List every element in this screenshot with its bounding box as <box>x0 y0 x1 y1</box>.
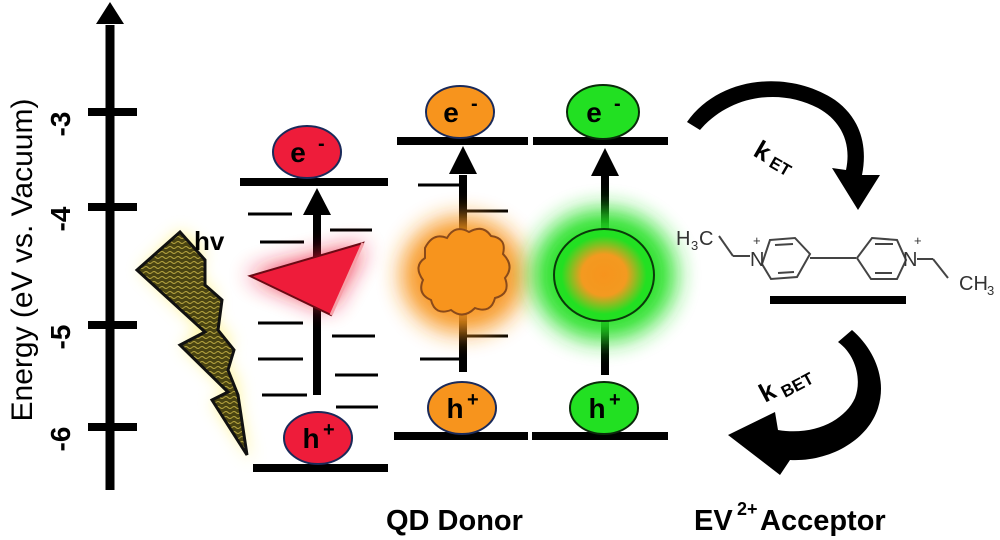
electron-badge: e - <box>272 125 342 179</box>
curved-arrow-icon <box>728 330 881 475</box>
hole-label: h <box>588 393 605 424</box>
electron-label: e <box>586 97 602 128</box>
photon-label: hv <box>194 226 225 256</box>
electron-charge: - <box>318 133 325 155</box>
tick-label: -3 <box>45 112 76 137</box>
hole-label: h <box>302 423 319 454</box>
qd-green-column: e - h + <box>532 84 676 440</box>
left-nitrogen: N <box>750 249 764 271</box>
tick-label: -5 <box>45 325 76 350</box>
energy-axis: -3 -4 -5 -6 Energy (eV vs. Vacuum) <box>6 2 137 490</box>
hole-label: h <box>446 393 463 424</box>
hole-charge: + <box>323 419 335 441</box>
left-methyl-sub: 3 <box>691 238 698 253</box>
curved-arrow-icon <box>687 81 880 211</box>
electron-badge: e - <box>425 85 495 139</box>
acceptor-label-charge: 2+ <box>737 499 758 519</box>
trap-states <box>418 183 508 361</box>
electron-charge: - <box>471 93 478 115</box>
rate-forward-sub: ET <box>766 153 795 181</box>
hole-charge: + <box>467 389 479 411</box>
arrow-head-icon <box>449 146 477 174</box>
right-methyl-sub: 3 <box>987 283 994 298</box>
arrow-head-icon <box>591 148 619 176</box>
trap-states <box>248 212 378 409</box>
electron-charge: - <box>614 93 621 115</box>
irregular-qd-icon <box>417 227 511 316</box>
hole-badge: h + <box>569 381 639 435</box>
right-methyl-ch: CH <box>959 273 988 295</box>
tick-label: -6 <box>45 427 76 452</box>
left-methyl-c: C <box>699 228 713 250</box>
axis-title: Energy (eV vs. Vacuum) <box>6 99 39 422</box>
rate-back-k: k <box>754 375 781 409</box>
arrow-head-icon <box>303 188 331 215</box>
tick-label: -4 <box>45 206 76 231</box>
right-nitrogen: N <box>903 249 917 271</box>
lightning-bolt-icon: hv <box>134 226 252 462</box>
electron-transfer-arrow: k ET <box>687 81 880 211</box>
hole-badge: h + <box>283 411 353 465</box>
electron-label: e <box>443 97 459 128</box>
qd-orange-column: e - h + <box>394 85 528 440</box>
donor-label: QD Donor <box>386 505 523 537</box>
qd-red-column: e - h + <box>240 125 388 472</box>
electron-badge: e - <box>566 84 640 140</box>
back-electron-transfer-arrow: k BET <box>728 330 881 475</box>
right-charge: + <box>914 233 922 248</box>
left-methyl-h: H <box>676 228 690 250</box>
acceptor-label-tail: Acceptor <box>760 505 886 537</box>
spherical-qd-icon <box>553 228 655 322</box>
ethyl-viologen-molecule <box>718 235 949 281</box>
electron-label: e <box>290 137 306 168</box>
axis-arrow-icon <box>96 2 124 24</box>
hole-badge: h + <box>427 381 497 435</box>
molecule-labels: H 3 C N + N + CH 3 <box>676 228 994 298</box>
left-charge: + <box>753 233 761 248</box>
acceptor-label-ev: EV <box>694 505 733 537</box>
rate-back-sub: BET <box>778 369 817 402</box>
hole-charge: + <box>609 389 621 411</box>
